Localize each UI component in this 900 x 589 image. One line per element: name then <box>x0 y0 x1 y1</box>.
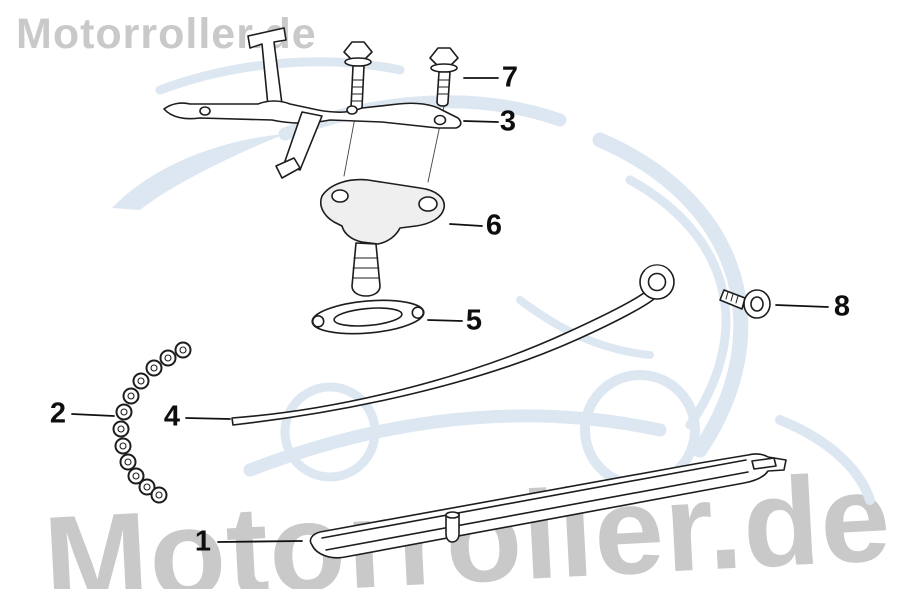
part-label-7: 7 <box>501 61 519 94</box>
part-2-chain-segment <box>112 341 192 504</box>
part-label-2: 2 <box>49 397 67 430</box>
part-label-8: 8 <box>833 290 851 323</box>
part-4-tensioner-blade <box>231 264 675 426</box>
part-label-1: 1 <box>194 525 212 558</box>
part-3-bracket-arm <box>163 27 462 179</box>
watermark-scooter-logo <box>112 57 875 505</box>
part-6-tensioner-lifter <box>319 178 445 297</box>
part-7-flange-bolts <box>343 41 459 113</box>
part-8-pivot-bolt <box>719 289 771 319</box>
part-label-3: 3 <box>499 105 517 138</box>
part-label-5: 5 <box>465 304 483 337</box>
part-label-6: 6 <box>485 209 503 242</box>
leader-lines <box>71 77 829 543</box>
part-label-4: 4 <box>163 400 181 433</box>
part-1-chain-guide-rail <box>309 453 787 559</box>
part-5-gasket <box>311 299 425 335</box>
